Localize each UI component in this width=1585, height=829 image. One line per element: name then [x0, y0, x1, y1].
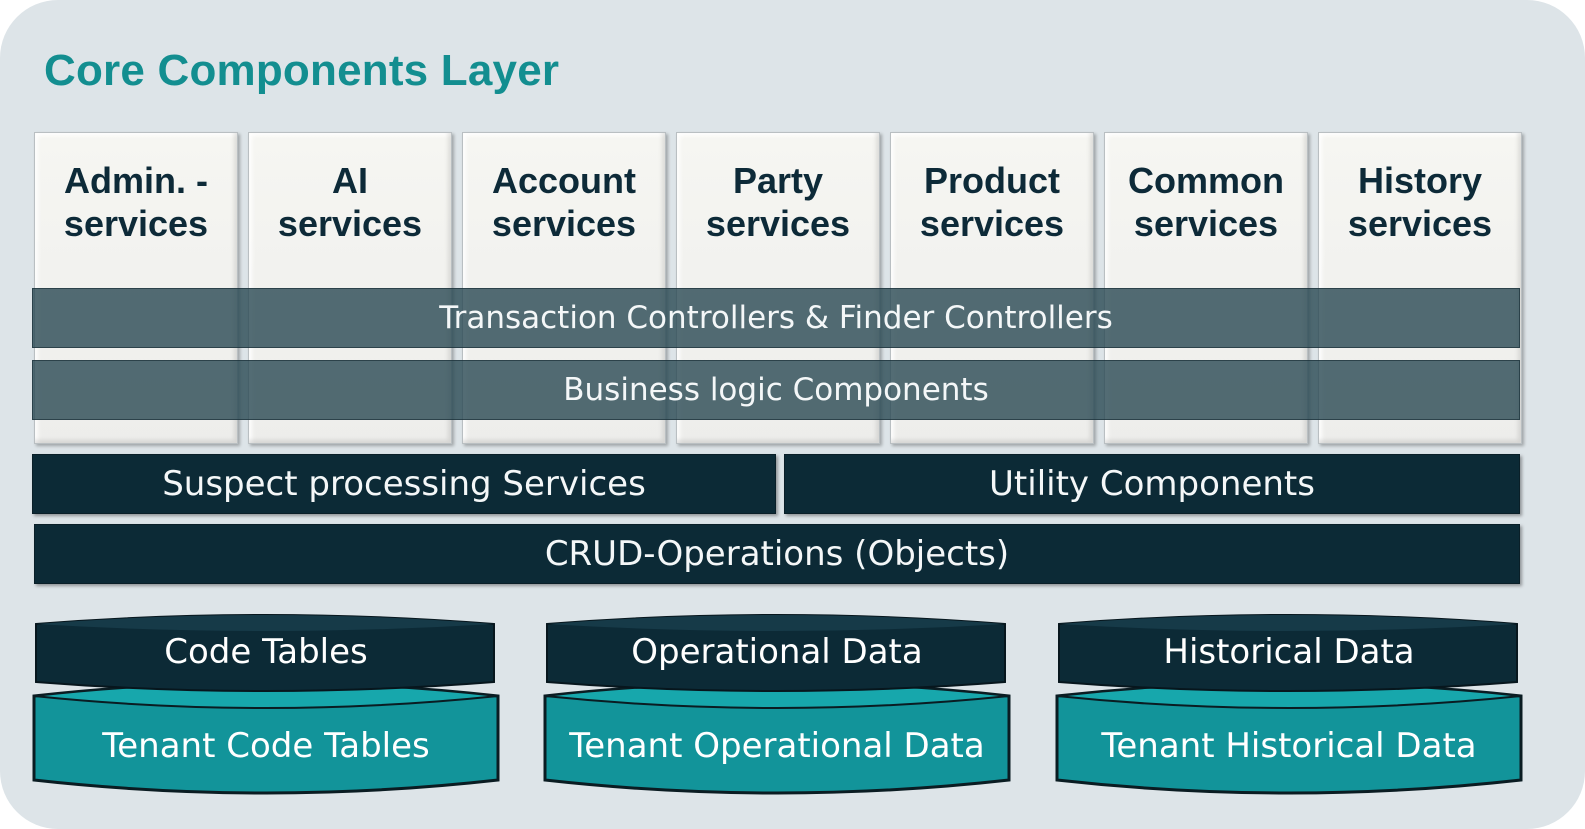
business-logic-band: Business logic Components [32, 360, 1520, 420]
service-label: Common services [1128, 160, 1284, 244]
suspect-processing-band: Suspect processing Services [32, 454, 776, 514]
database-bottom-label: Tenant Code Tables [102, 726, 430, 766]
database-cylinder-icon [32, 614, 500, 795]
operational-data-database: Operational Data Tenant Operational Data [543, 608, 1011, 804]
service-label: Admin. - services [63, 160, 209, 244]
database-top-label: Code Tables [164, 632, 368, 672]
historical-data-database: Historical Data Tenant Historical Data [1055, 608, 1523, 804]
database-top-label: Operational Data [631, 632, 923, 672]
service-label: Product services [919, 160, 1065, 244]
database-bottom-label: Tenant Historical Data [1101, 726, 1477, 766]
service-label: Account services [491, 160, 637, 244]
crud-operations-band: CRUD-Operations (Objects) [34, 524, 1520, 584]
utility-components-band: Utility Components [784, 454, 1520, 514]
controllers-band: Transaction Controllers & Finder Control… [32, 288, 1520, 348]
service-label: Party services [705, 160, 851, 244]
service-label: History services [1347, 160, 1493, 244]
database-cylinder-icon [1055, 614, 1523, 795]
code-tables-database: Code Tables Tenant Code Tables [32, 608, 500, 804]
database-cylinder-icon [543, 614, 1011, 795]
database-bottom-label: Tenant Operational Data [569, 726, 985, 766]
diagram-title: Core Components Layer [44, 46, 560, 95]
service-label: AI services [277, 160, 423, 244]
database-top-label: Historical Data [1163, 632, 1415, 672]
